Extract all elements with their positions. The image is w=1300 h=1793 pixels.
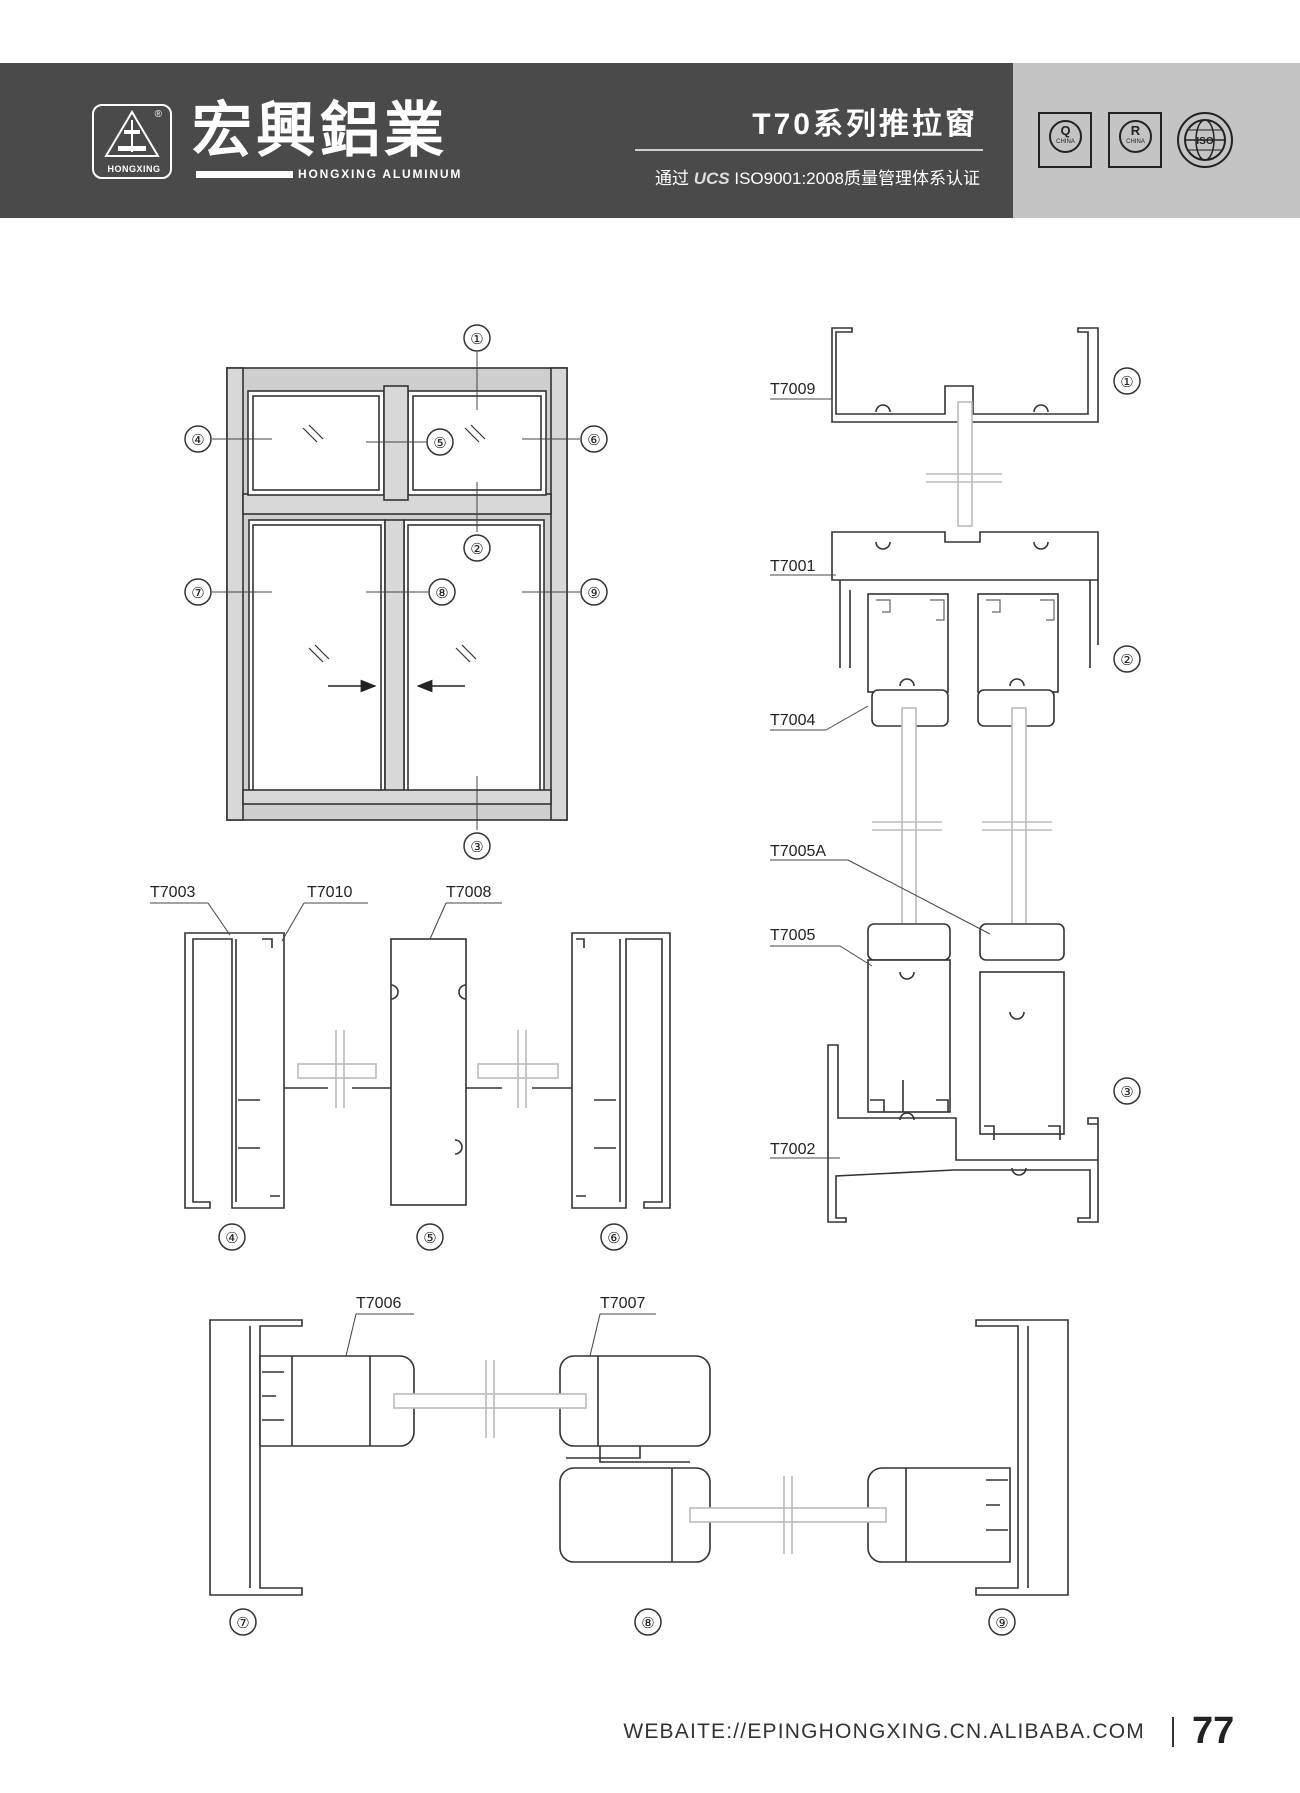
marker-1-label: ① bbox=[470, 331, 483, 348]
elevation-markers bbox=[184, 324, 608, 860]
company-logo: ® HONGXING bbox=[92, 104, 172, 179]
page-number: 77 bbox=[1192, 1710, 1235, 1752]
marker-6 bbox=[580, 425, 608, 453]
section-marker-8-label: ⑧ bbox=[641, 1615, 654, 1632]
cert-suffix: ISO9001:2008质量管理体系认证 bbox=[734, 169, 980, 188]
label-t7007: T7007 bbox=[600, 1295, 645, 1312]
footer-website: WEBAITE://EPINGHONGXING.CN.ALIBABA.COM bbox=[623, 1720, 1145, 1743]
marker-8-label: ⑧ bbox=[435, 585, 448, 602]
section-marker-5 bbox=[416, 1223, 444, 1251]
section-marker-1-label: ① bbox=[1120, 374, 1133, 391]
marker-2 bbox=[463, 534, 491, 562]
label-t7004: T7004 bbox=[770, 712, 815, 729]
section-marker-1 bbox=[1113, 367, 1141, 395]
section-marker-2-label: ② bbox=[1120, 652, 1133, 669]
marker-4-label: ④ bbox=[191, 432, 204, 449]
quality-badge: Q CHINA bbox=[1038, 112, 1092, 168]
title-divider bbox=[635, 149, 983, 151]
cert-prefix: 通过 bbox=[654, 169, 689, 188]
label-t7001: T7001 bbox=[770, 558, 815, 575]
section-marker-7-label: ⑦ bbox=[236, 1615, 249, 1632]
marker-4 bbox=[184, 425, 212, 453]
label-t7005: T7005 bbox=[770, 927, 815, 944]
section-marker-9 bbox=[988, 1608, 1016, 1636]
label-t7003: T7003 bbox=[150, 884, 195, 901]
marker-7-label: ⑦ bbox=[191, 585, 204, 602]
certification-text: 通过 UCS ISO9001:2008质量管理体系认证 bbox=[655, 164, 980, 189]
company-underline bbox=[196, 171, 293, 178]
iso-globe-icon: ISO bbox=[1177, 112, 1233, 168]
series-title: T70系列推拉窗 bbox=[752, 108, 978, 141]
company-name-cn: 宏興鋁業 bbox=[192, 96, 448, 166]
marker-5-label: ⑤ bbox=[433, 435, 446, 452]
marker-2-label: ② bbox=[470, 541, 483, 558]
section-marker-3 bbox=[1113, 1077, 1141, 1105]
marker-5 bbox=[426, 428, 454, 456]
label-t7005a: T7005A bbox=[770, 843, 826, 860]
label-t7006: T7006 bbox=[356, 1295, 401, 1312]
label-t7002: T7002 bbox=[770, 1141, 815, 1158]
horizontal-section-top bbox=[150, 902, 671, 1209]
logo-triangle-icon bbox=[104, 110, 160, 157]
marker-8 bbox=[428, 578, 456, 606]
label-t7009: T7009 bbox=[770, 381, 815, 398]
r-china-icon: R CHINA bbox=[1119, 120, 1152, 153]
section-marker-5-label: ⑤ bbox=[423, 1230, 436, 1247]
svg-text:ISO: ISO bbox=[1196, 136, 1213, 147]
marker-1 bbox=[463, 324, 491, 352]
section-marker-9-label: ⑨ bbox=[995, 1615, 1008, 1632]
company-name-en: HONGXING ALUMINUM bbox=[298, 167, 463, 181]
marker-9-label: ⑨ bbox=[587, 585, 600, 602]
section-marker-6 bbox=[600, 1223, 628, 1251]
label-t7008: T7008 bbox=[446, 884, 491, 901]
section-marker-8 bbox=[634, 1608, 662, 1636]
section-marker-2 bbox=[1113, 645, 1141, 673]
section-marker-6-label: ⑥ bbox=[607, 1230, 620, 1247]
horizontal-section-bottom bbox=[209, 1313, 1069, 1596]
section-marker-7 bbox=[229, 1608, 257, 1636]
section-marker-3-label: ③ bbox=[1120, 1084, 1133, 1101]
registered-mark: ® bbox=[154, 109, 162, 120]
section-marker-4-label: ④ bbox=[225, 1230, 238, 1247]
ucs-logo: UCS bbox=[693, 169, 730, 188]
vertical-section bbox=[770, 327, 1099, 1223]
q-china-icon: Q CHINA bbox=[1049, 120, 1082, 153]
label-t7010: T7010 bbox=[307, 884, 352, 901]
marker-3 bbox=[463, 832, 491, 860]
marker-9 bbox=[580, 578, 608, 606]
marker-3-label: ③ bbox=[470, 839, 483, 856]
registration-badge: R CHINA bbox=[1108, 112, 1162, 168]
logo-brand-text: HONGXING bbox=[107, 164, 161, 174]
window-elevation bbox=[212, 352, 580, 830]
section-marker-4 bbox=[218, 1223, 246, 1251]
footer-divider bbox=[1172, 1717, 1174, 1747]
marker-6-label: ⑥ bbox=[587, 432, 600, 449]
marker-7 bbox=[184, 578, 212, 606]
